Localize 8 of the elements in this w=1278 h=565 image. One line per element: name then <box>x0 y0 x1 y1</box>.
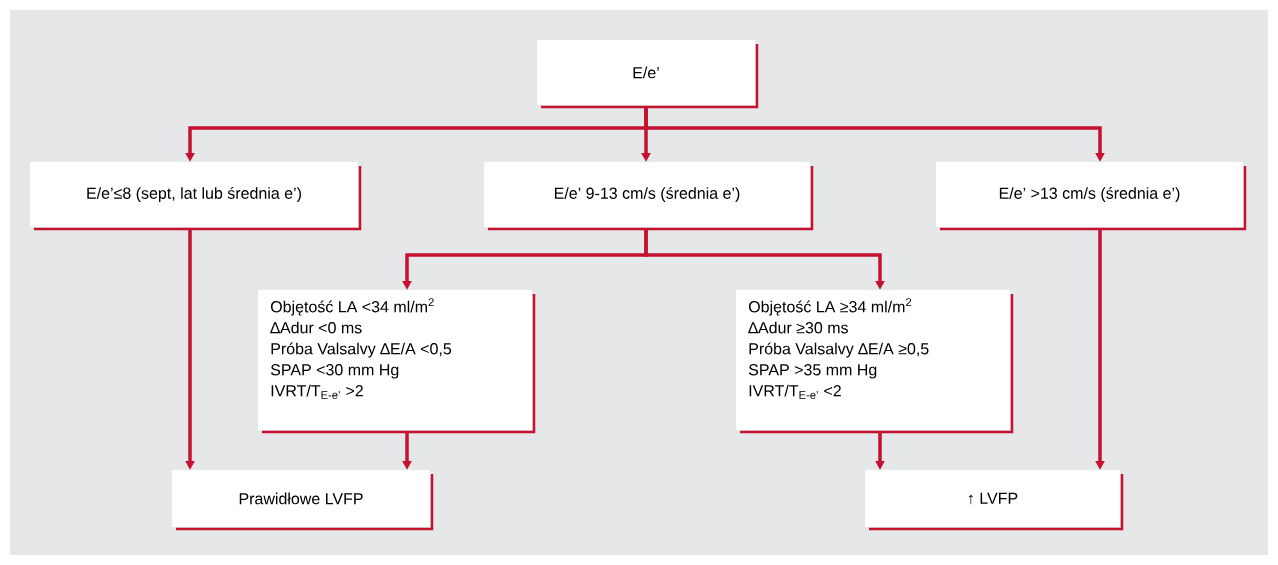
flow-box: E/e’≤8 (sept, lat lub średnia e’) <box>30 162 362 231</box>
flow-box: ↑ LVFP <box>865 470 1124 531</box>
criteria-box: Objętość LA ≥34 ml/m$^{2}$ ∆Adur ≥30 ms Próba Valsalvy ∆E/A ≥0,5 SPAP >35 mm Hg IVRT/T$_{E-e’}$ <2 <box>736 290 1014 434</box>
flow-box: E/e’ >13 cm/s (średnia e’) <box>936 162 1247 231</box>
criteria-box: Objętość LA <34 ml/m$^{2}$ ∆Adur <0 ms Próba Valsalvy ∆E/A <0,5 SPAP <30 mm Hg IVRT/T$_{E-e’}$ >2 <box>258 290 536 434</box>
flow-box: E/e’ 9-13 cm/s (średnia e’) <box>484 162 814 231</box>
flow-box: E/e’ <box>537 40 759 109</box>
flow-box: Prawidłowe LVFP <box>172 470 434 531</box>
